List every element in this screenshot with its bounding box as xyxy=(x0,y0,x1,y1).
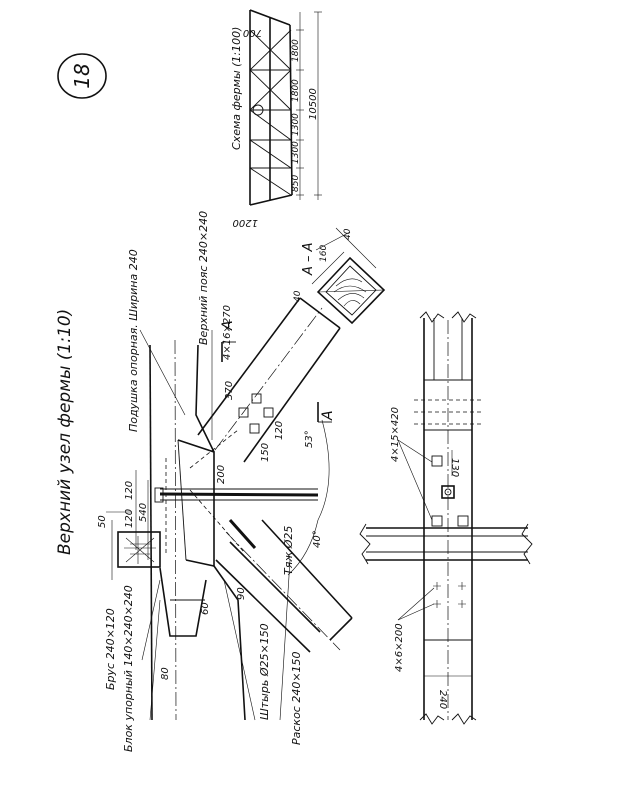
scheme-title: Схема фермы (1:100) xyxy=(230,27,243,150)
section-dim-2: 160 xyxy=(319,245,329,262)
scheme-dim-bottom: 1200 xyxy=(233,217,258,228)
main-node xyxy=(106,297,353,721)
sheet-number-badge: 18 xyxy=(57,53,107,99)
angle-40: 40° xyxy=(312,530,323,548)
scheme-seg-2: 1800 xyxy=(291,79,301,102)
label-bar: Брус 240×120 xyxy=(104,608,117,690)
label-pad: Подушка опорная. Ширина 240 xyxy=(127,249,140,432)
label-stop-block: Блок упорный 140×240×240 xyxy=(122,585,135,752)
section-title: А – А xyxy=(301,242,316,276)
sheet-number: 18 xyxy=(70,63,94,88)
scheme-dim-top: 700 xyxy=(243,27,262,38)
label-pin: Штырь Ø25×150 xyxy=(258,623,271,720)
plan-view xyxy=(359,311,533,725)
dim-120-bottom: 120 xyxy=(124,509,135,528)
label-nails-plan: 4×6×200 xyxy=(394,623,405,672)
section-a-a xyxy=(311,227,386,325)
label-tie: Тяж Ø25 xyxy=(282,526,295,575)
dim-120-brace: 120 xyxy=(274,421,285,440)
dim-80: 80 xyxy=(160,667,171,680)
dim-60: 60 xyxy=(200,602,211,615)
scheme-total: 10500 xyxy=(308,88,319,120)
truss-scheme xyxy=(249,9,322,206)
scheme-seg-1: 1800 xyxy=(291,39,301,62)
dim-200: 200 xyxy=(216,465,227,484)
section-dim-1: 40 xyxy=(293,290,303,302)
cut-mark-a-bottom: А xyxy=(320,410,336,421)
dim-120-top: 120 xyxy=(124,481,135,500)
label-bolts-plan: 4×15×420 xyxy=(390,407,401,462)
dim-370: 370 xyxy=(224,381,235,400)
dim-150: 150 xyxy=(260,443,271,462)
page-title: Верхний узел фермы (1:10) xyxy=(55,309,75,555)
label-upper-chord: Верхний пояс 240×240 xyxy=(197,211,210,345)
dim-90: 90 xyxy=(236,587,247,600)
dim-50: 50 xyxy=(97,515,108,528)
scheme-seg-3: 1300 xyxy=(291,113,301,136)
label-brace: Раскос 240×150 xyxy=(290,651,303,745)
angle-53: 53° xyxy=(304,430,315,448)
label-bolts-brace: 4×16×270 xyxy=(222,305,233,360)
dim-540: 540 xyxy=(138,503,149,522)
plan-dim-240: 240 xyxy=(437,690,448,709)
scheme-seg-5: 850 xyxy=(291,175,301,192)
section-dim-3: 40 xyxy=(343,228,353,240)
cut-mark-a-top: А xyxy=(220,320,236,331)
plan-dim-130: 130 xyxy=(449,458,460,477)
scheme-seg-4: 1300 xyxy=(291,141,301,164)
